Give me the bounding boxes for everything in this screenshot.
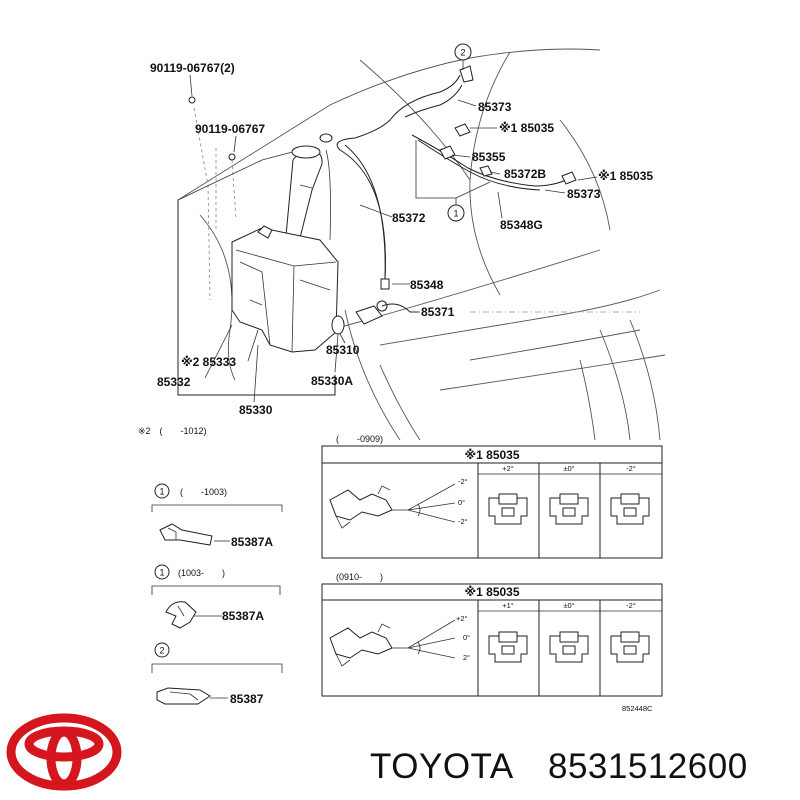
detail-clip-2: 1 (1003- ) 85387A — [151, 564, 281, 629]
nozzle-box-bottom: (0910- ) ※1 85035 +1° ±0° -2° +2° 0° 2° — [321, 572, 663, 697]
callout-85035-right[interactable]: ※1 85035 — [598, 169, 653, 183]
callout-85348[interactable]: 85348 — [410, 278, 444, 292]
box-bottom-col-3: -2° — [626, 601, 636, 610]
box-top-col-1: +2° — [502, 464, 514, 473]
box-bottom-header: ※1 85035 — [464, 585, 519, 599]
detail-2-num: 1 — [159, 568, 164, 578]
box-top-col-3: -2° — [626, 464, 636, 473]
brand-name: TOYOTA — [370, 747, 514, 786]
callout-85372b[interactable]: 85372B — [504, 167, 546, 181]
detail-2-part[interactable]: 85387A — [222, 609, 264, 623]
callout-85035-upper[interactable]: ※1 85035 — [499, 121, 554, 135]
callout-leaders — [188, 60, 598, 403]
detail-3-num: 2 — [159, 646, 164, 656]
detail-clip-1: 1 ( -1003) 85387A — [151, 483, 283, 549]
nozzle-box-top: ( -0909) ※1 85035 +2° ±0° -2° -2° 0° -2° — [321, 434, 663, 559]
detail-2-range: (1003- ) — [178, 568, 225, 578]
callout-85330a[interactable]: 85330A — [311, 374, 353, 388]
box-bottom-angle-3: 2° — [463, 653, 470, 662]
callout-85332[interactable]: 85332 — [157, 375, 191, 389]
callout-90119-06767[interactable]: 90119-06767 — [195, 122, 265, 136]
box-top-angle-3: -2° — [458, 517, 468, 526]
dashed-leaders — [193, 107, 640, 313]
box-bottom-range: (0910- ) — [336, 572, 383, 582]
callout-85373-right[interactable]: 85373 — [567, 187, 601, 201]
washer-tank-assembly — [177, 133, 418, 396]
callout-85371[interactable]: 85371 — [421, 305, 455, 319]
box-top-angle-2: 0° — [458, 498, 465, 507]
callout-85373-top[interactable]: 85373 — [478, 100, 512, 114]
callout-85372[interactable]: 85372 — [392, 211, 426, 225]
part-number: 8531512600 — [548, 747, 748, 786]
detail-clip-3: 2 85387 — [151, 642, 283, 706]
callout-labels: 90119-06767(2) 90119-06767 85373 ※1 8503… — [150, 61, 653, 417]
box-top-angle-1: -2° — [458, 477, 468, 486]
box-bottom-col-1: +1° — [502, 601, 514, 610]
box-top-col-2: ±0° — [563, 464, 574, 473]
callout-85333[interactable]: ※2 85333 — [181, 355, 236, 369]
callout-85310[interactable]: 85310 — [326, 343, 360, 357]
box-top-range: ( -0909) — [336, 434, 383, 444]
detail-1-range: ( -1003) — [180, 487, 227, 497]
box-bottom-angle-1: +2° — [456, 614, 468, 623]
callout-85330[interactable]: 85330 — [239, 403, 273, 417]
footnote-range: ※2 ( -1012) — [138, 426, 207, 436]
callout-85348g[interactable]: 85348G — [500, 218, 543, 232]
diagram-code: 852448C — [622, 704, 653, 713]
box-bottom-angle-2: 0° — [463, 633, 470, 642]
circle-ref-2-top: 2 — [460, 48, 465, 58]
box-bottom-col-2: ±0° — [563, 601, 574, 610]
callout-85355[interactable]: 85355 — [472, 150, 506, 164]
hose-routing — [336, 65, 577, 280]
circled-references: 2 1 — [447, 43, 472, 222]
toyota-logo-icon — [6, 713, 122, 791]
circle-ref-1-hose: 1 — [453, 209, 458, 219]
detail-3-part[interactable]: 85387 — [230, 692, 264, 706]
detail-1-num: 1 — [159, 487, 164, 497]
callout-90119-06767-2[interactable]: 90119-06767(2) — [150, 61, 235, 75]
box-top-header: ※1 85035 — [464, 448, 519, 462]
detail-1-part[interactable]: 85387A — [231, 535, 273, 549]
